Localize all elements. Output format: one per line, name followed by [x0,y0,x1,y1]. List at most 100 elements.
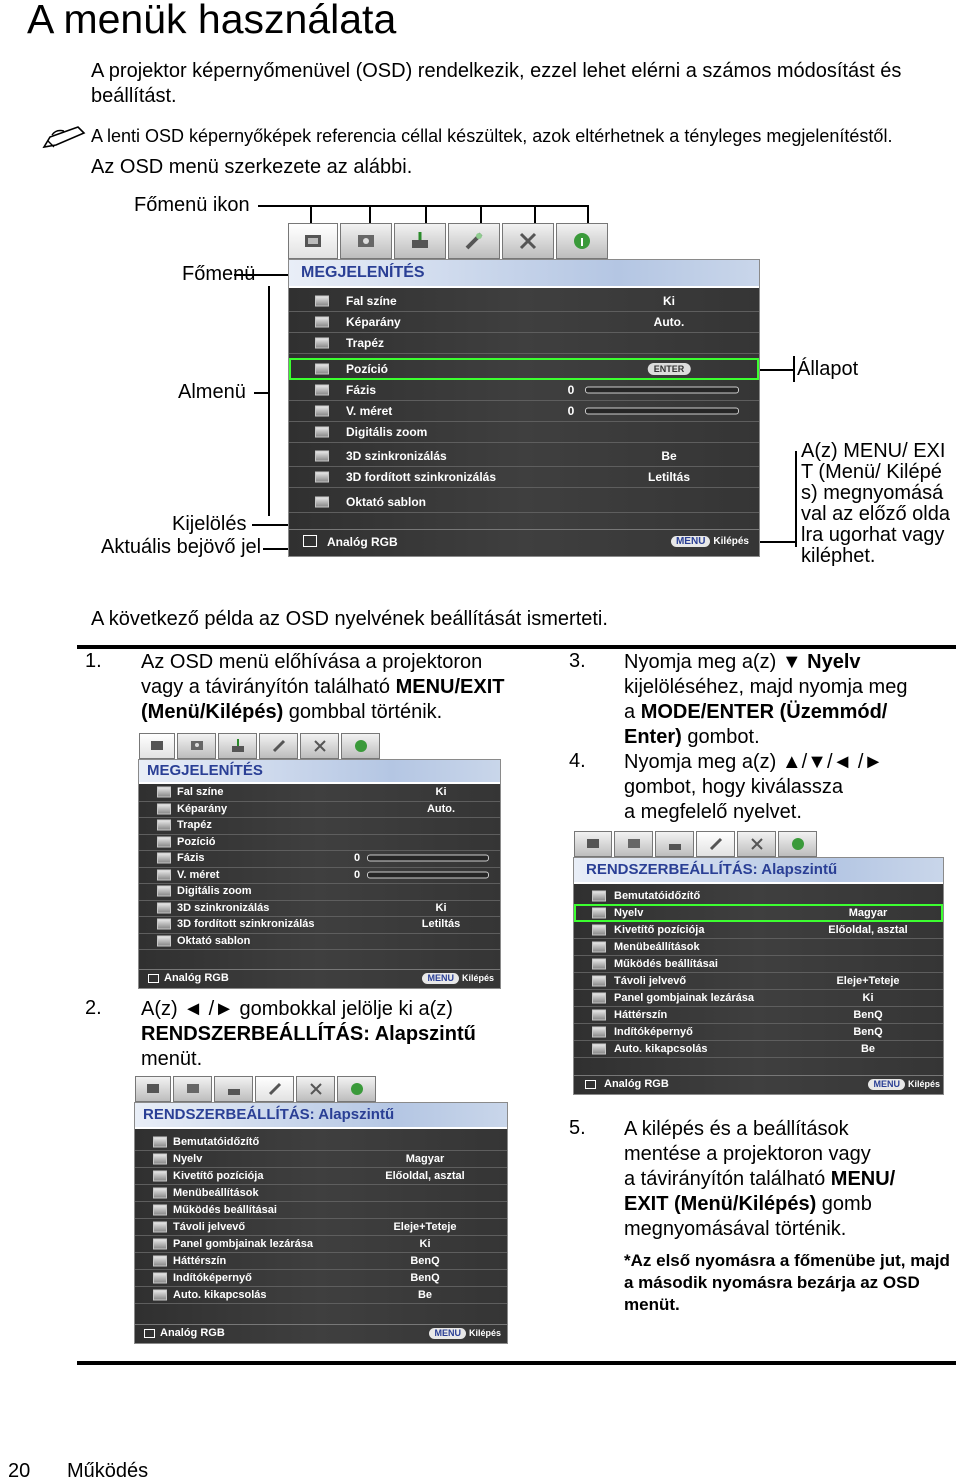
leader-status-bracket [793,356,795,382]
row-icon [592,1009,606,1020]
row-icon [153,1153,167,1164]
value-slider[interactable] [367,871,489,879]
tab-system-basic[interactable] [255,1076,294,1102]
row-label: 3D fordított szinkronizálás [177,918,315,931]
source-icon [148,974,159,983]
osd-row[interactable]: Pozíció [139,834,500,851]
tab-information[interactable] [341,733,380,759]
tab-information[interactable] [556,223,608,259]
osd-row[interactable]: Bemutatóidőzítő [574,887,943,905]
tab-system-basic[interactable] [259,733,298,759]
tab-display[interactable] [139,733,175,759]
osd-row[interactable]: Oktató sablon [289,491,759,513]
osd-row[interactable]: Trapéz [139,817,500,835]
row-label: Pozíció [346,361,389,376]
tab-picture[interactable] [340,223,392,259]
osd1-tabs [139,733,382,759]
row-icon [592,1043,606,1054]
osd-row[interactable]: Pozíció ENTER [289,358,759,380]
row-label: Kivetítő pozíciója [614,923,705,936]
value-slider[interactable] [585,407,739,414]
row-label: Képarány [346,314,401,329]
tab-source[interactable] [218,733,257,759]
tab-source[interactable] [214,1076,253,1102]
tab-information[interactable] [337,1076,376,1102]
osd-row[interactable]: Menübeállítások [574,938,943,956]
value-slider[interactable] [585,386,739,393]
tab-picture[interactable] [614,831,653,857]
osd-row[interactable]: Digitális zoom [139,883,500,901]
row-icon [157,902,171,914]
tab-system-advanced[interactable] [300,733,339,759]
tab-display[interactable] [574,831,612,857]
osd-row[interactable]: Működés beállításai [574,955,943,973]
osd-row[interactable]: Trapéz [289,332,759,354]
tab-source[interactable] [394,223,446,259]
page-title: A menük használata [27,0,397,42]
step-2-text: A(z) ◄ /► gombokkal jelölje ki a(z) REND… [141,998,476,1070]
row-label: 3D szinkronizálás [177,901,270,914]
row-value: Ki [435,786,447,799]
osd-row[interactable]: Menübeállítások [135,1184,507,1202]
tab-picture[interactable] [177,733,216,759]
enter-button[interactable]: ENTER [647,362,691,375]
tab-system-basic[interactable] [696,831,735,857]
row-icon [592,941,606,952]
tab-system-basic[interactable] [448,223,500,259]
label-exit-note: A(z) MENU/ EXIT (Menü/ Kilépés) megnyomá… [801,440,950,567]
row-label: Bemutatóidőzítő [614,889,701,902]
tab-information[interactable] [778,831,817,857]
row-label: Fázis [177,852,205,865]
tab-system-advanced[interactable] [502,223,554,259]
leader-main-menu [234,274,294,276]
tab-source[interactable] [655,831,694,857]
osd-row[interactable]: Bemutatóidőzítő [135,1133,507,1151]
row-label: Indítóképernyő [173,1271,252,1284]
row-icon [315,496,329,507]
tab-picture[interactable] [173,1076,212,1102]
osd2-header: RENDSZERBEÁLLÍTÁS: Alapszintű [135,1103,507,1129]
row-value: Eleje+Teteje [836,974,900,987]
osd-row[interactable]: Működés beállításai [135,1201,507,1219]
osd-row[interactable]: Digitális zoom [289,421,759,443]
tab-system-advanced[interactable] [737,831,776,857]
tab-display[interactable] [135,1076,171,1102]
tab-system-advanced[interactable] [296,1076,335,1102]
value-slider[interactable] [367,854,489,862]
osd3-header: RENDSZERBEÁLLÍTÁS: Alapszintű [574,858,943,884]
tab-display[interactable] [288,223,338,259]
osd-row[interactable]: Oktató sablon [139,933,500,950]
row-icon [153,1255,167,1266]
row-label: Panel gombjainak lezárása [614,991,755,1004]
